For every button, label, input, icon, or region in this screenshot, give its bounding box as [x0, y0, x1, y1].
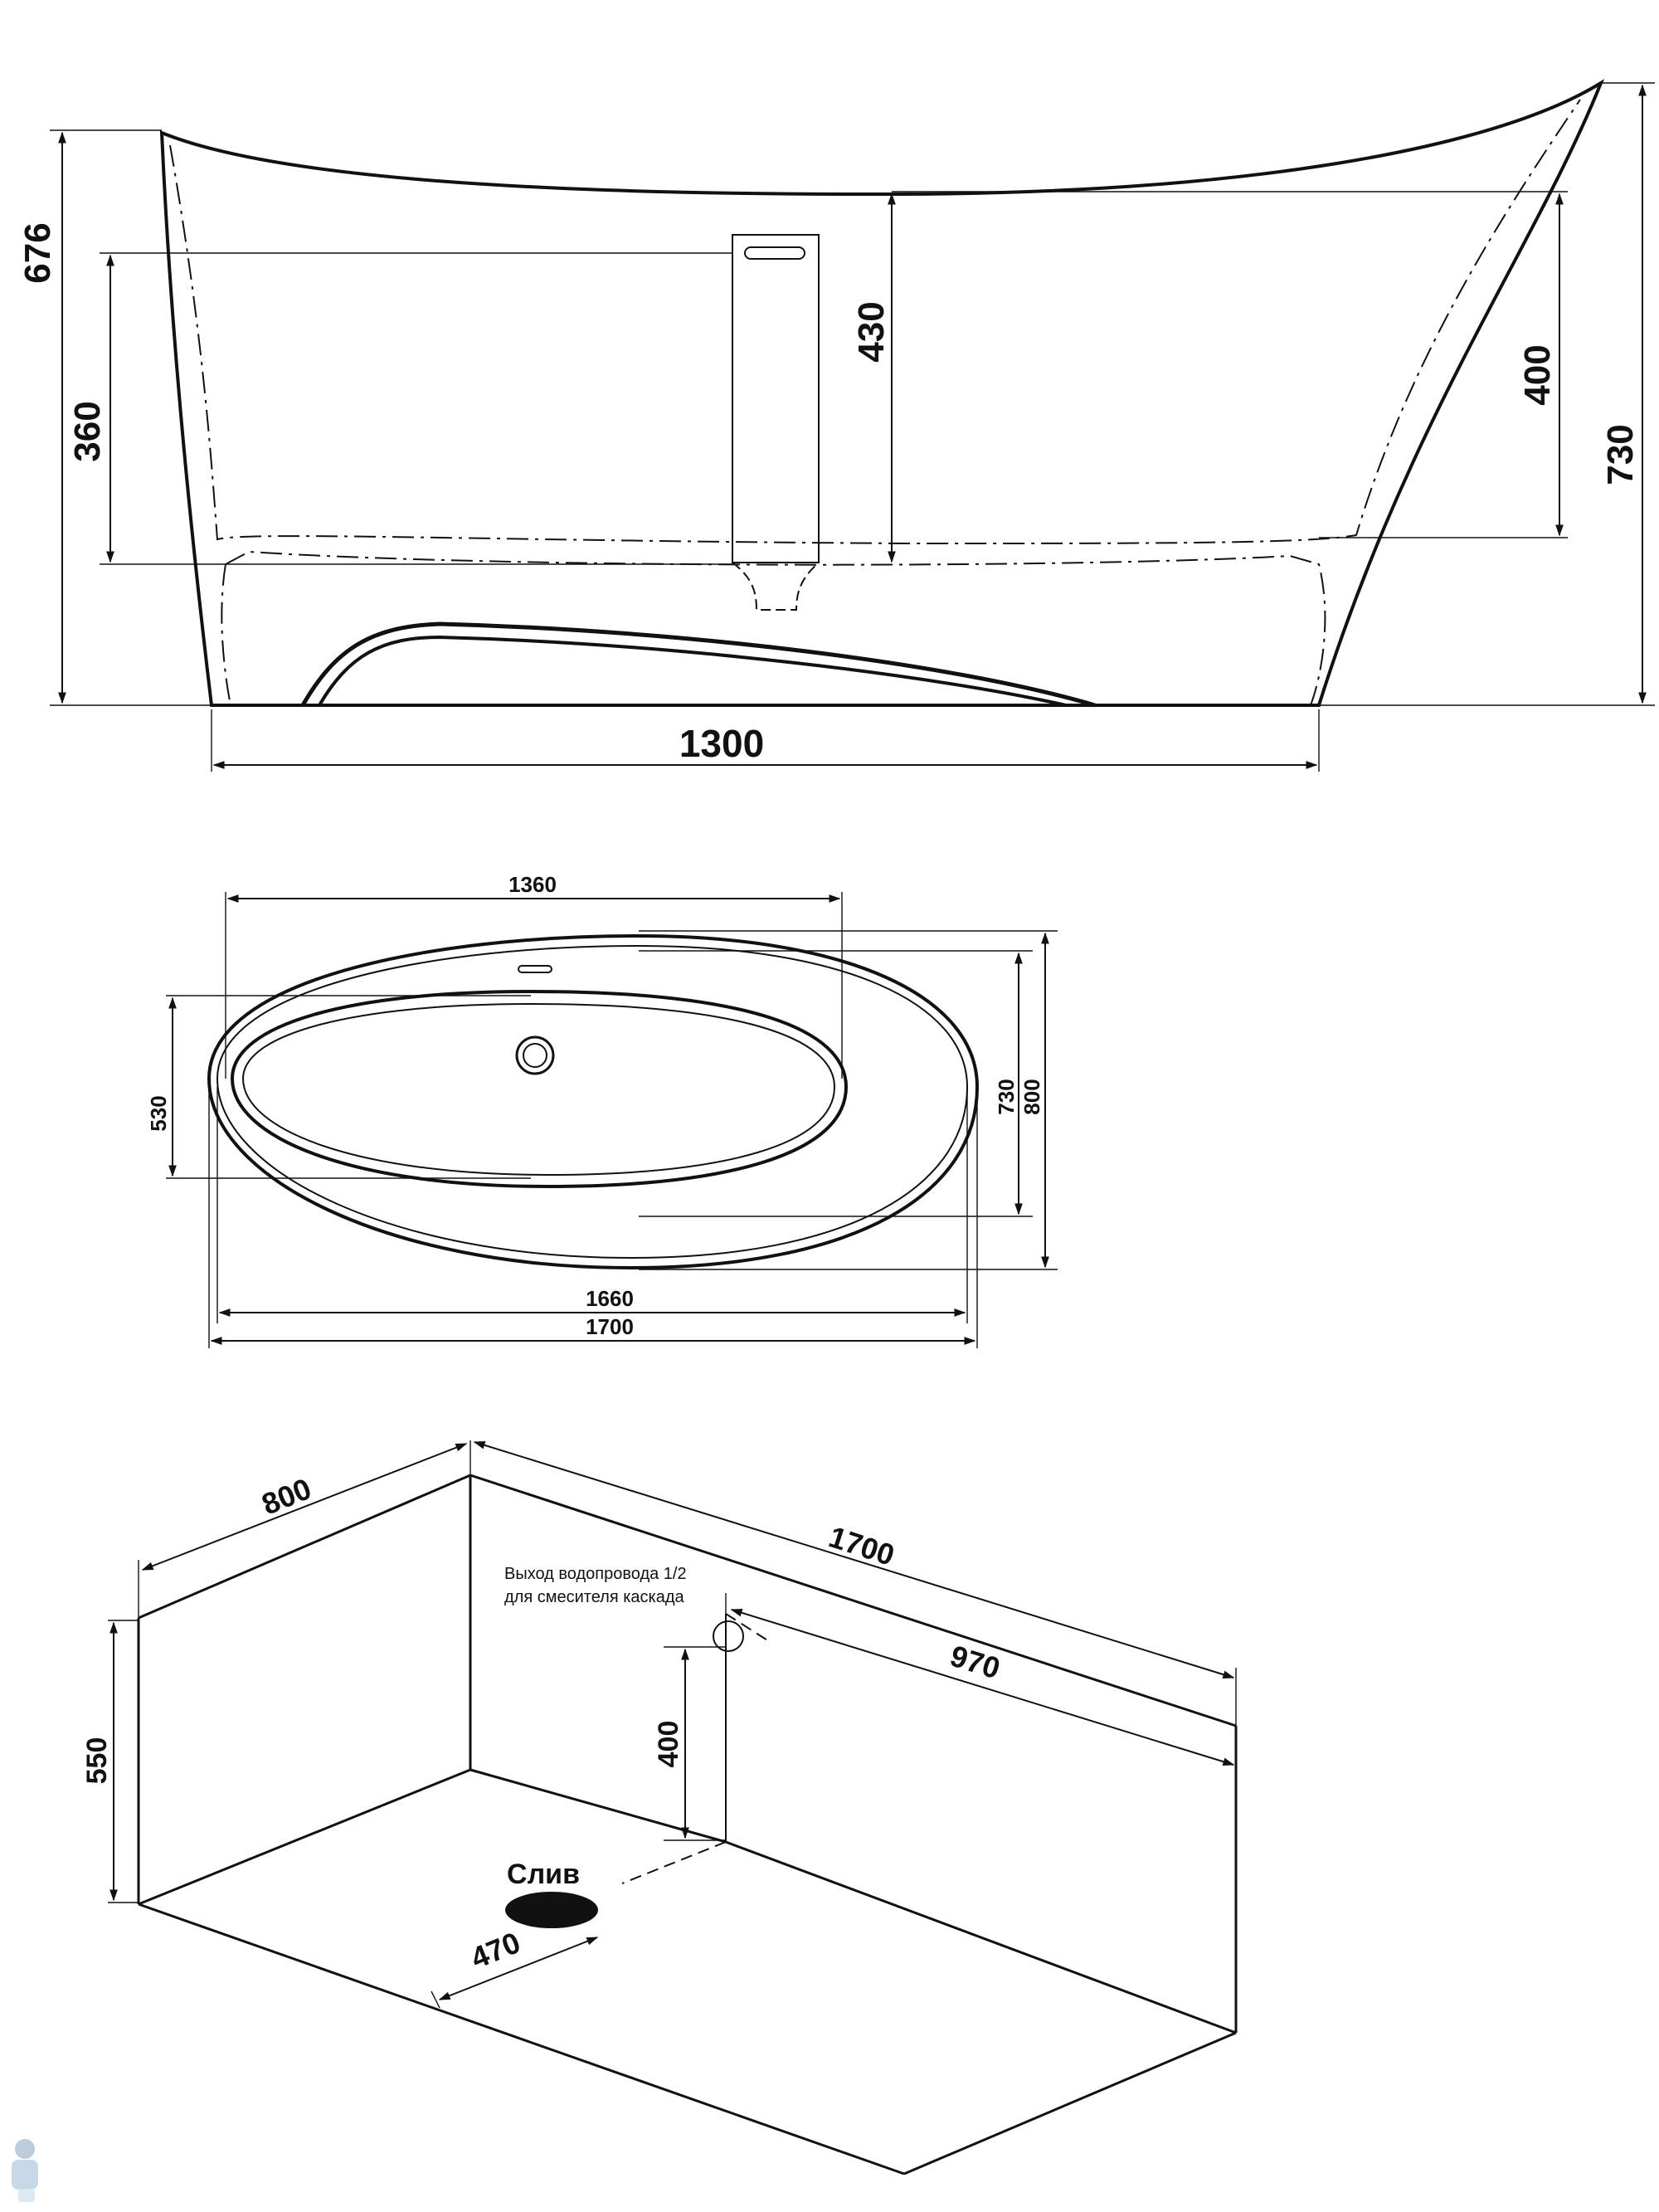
label-676: 676 [17, 222, 58, 283]
dim-line-800-iso [141, 1443, 468, 1571]
tub-base [221, 550, 1326, 706]
label-1300: 1300 [679, 722, 764, 765]
tub-outline [159, 79, 1605, 707]
label-1360: 1360 [508, 872, 557, 897]
tub-inner-rim [169, 99, 1581, 545]
drain-icon [515, 1035, 555, 1075]
label-1700-iso: 1700 [825, 1519, 898, 1572]
label-470: 470 [466, 1925, 525, 1976]
dim-line-470 [438, 1937, 599, 2000]
side-view [50, 79, 1655, 772]
dim-line-970 [730, 1609, 1235, 1766]
label-400-right: 400 [1517, 344, 1558, 405]
plumber-mascot-icon [12, 2139, 38, 2202]
label-1700-top: 1700 [586, 1314, 634, 1339]
tub-swoosh [300, 621, 1096, 708]
label-1660: 1660 [586, 1286, 634, 1311]
label-800-iso: 800 [257, 1471, 316, 1522]
label-360: 360 [67, 401, 108, 461]
side-view-labels: 676 360 430 400 730 1300 [17, 222, 1641, 765]
mixer-base [732, 562, 820, 611]
label-550: 550 [81, 1737, 113, 1785]
drain-icon-inner [523, 1043, 547, 1068]
tub-swoosh-inner [318, 635, 1067, 707]
tub-top-basin-outer [230, 989, 849, 1189]
mixer-column [732, 234, 820, 563]
pipe-note-line1: Выход водопровода 1/2 [504, 1565, 687, 1583]
label-400-iso: 400 [653, 1721, 684, 1768]
label-730: 730 [1600, 424, 1641, 485]
drain-label: Слив [507, 1859, 580, 1890]
label-430: 430 [851, 301, 892, 362]
top-view [166, 892, 1058, 1348]
label-730-top: 730 [994, 1079, 1019, 1114]
label-800-top: 800 [1019, 1079, 1044, 1114]
tub-top-basin [241, 1002, 836, 1177]
overflow-slot [518, 965, 552, 973]
iso-view [108, 1440, 1238, 2175]
top-view-labels: 1360 530 730 800 1660 1700 [146, 872, 1044, 1339]
pipe-note-line2: для смесителя каскада [504, 1588, 685, 1606]
label-530: 530 [146, 1095, 171, 1131]
drain-icon-iso [505, 1892, 598, 1928]
mixer-spout [744, 246, 805, 260]
